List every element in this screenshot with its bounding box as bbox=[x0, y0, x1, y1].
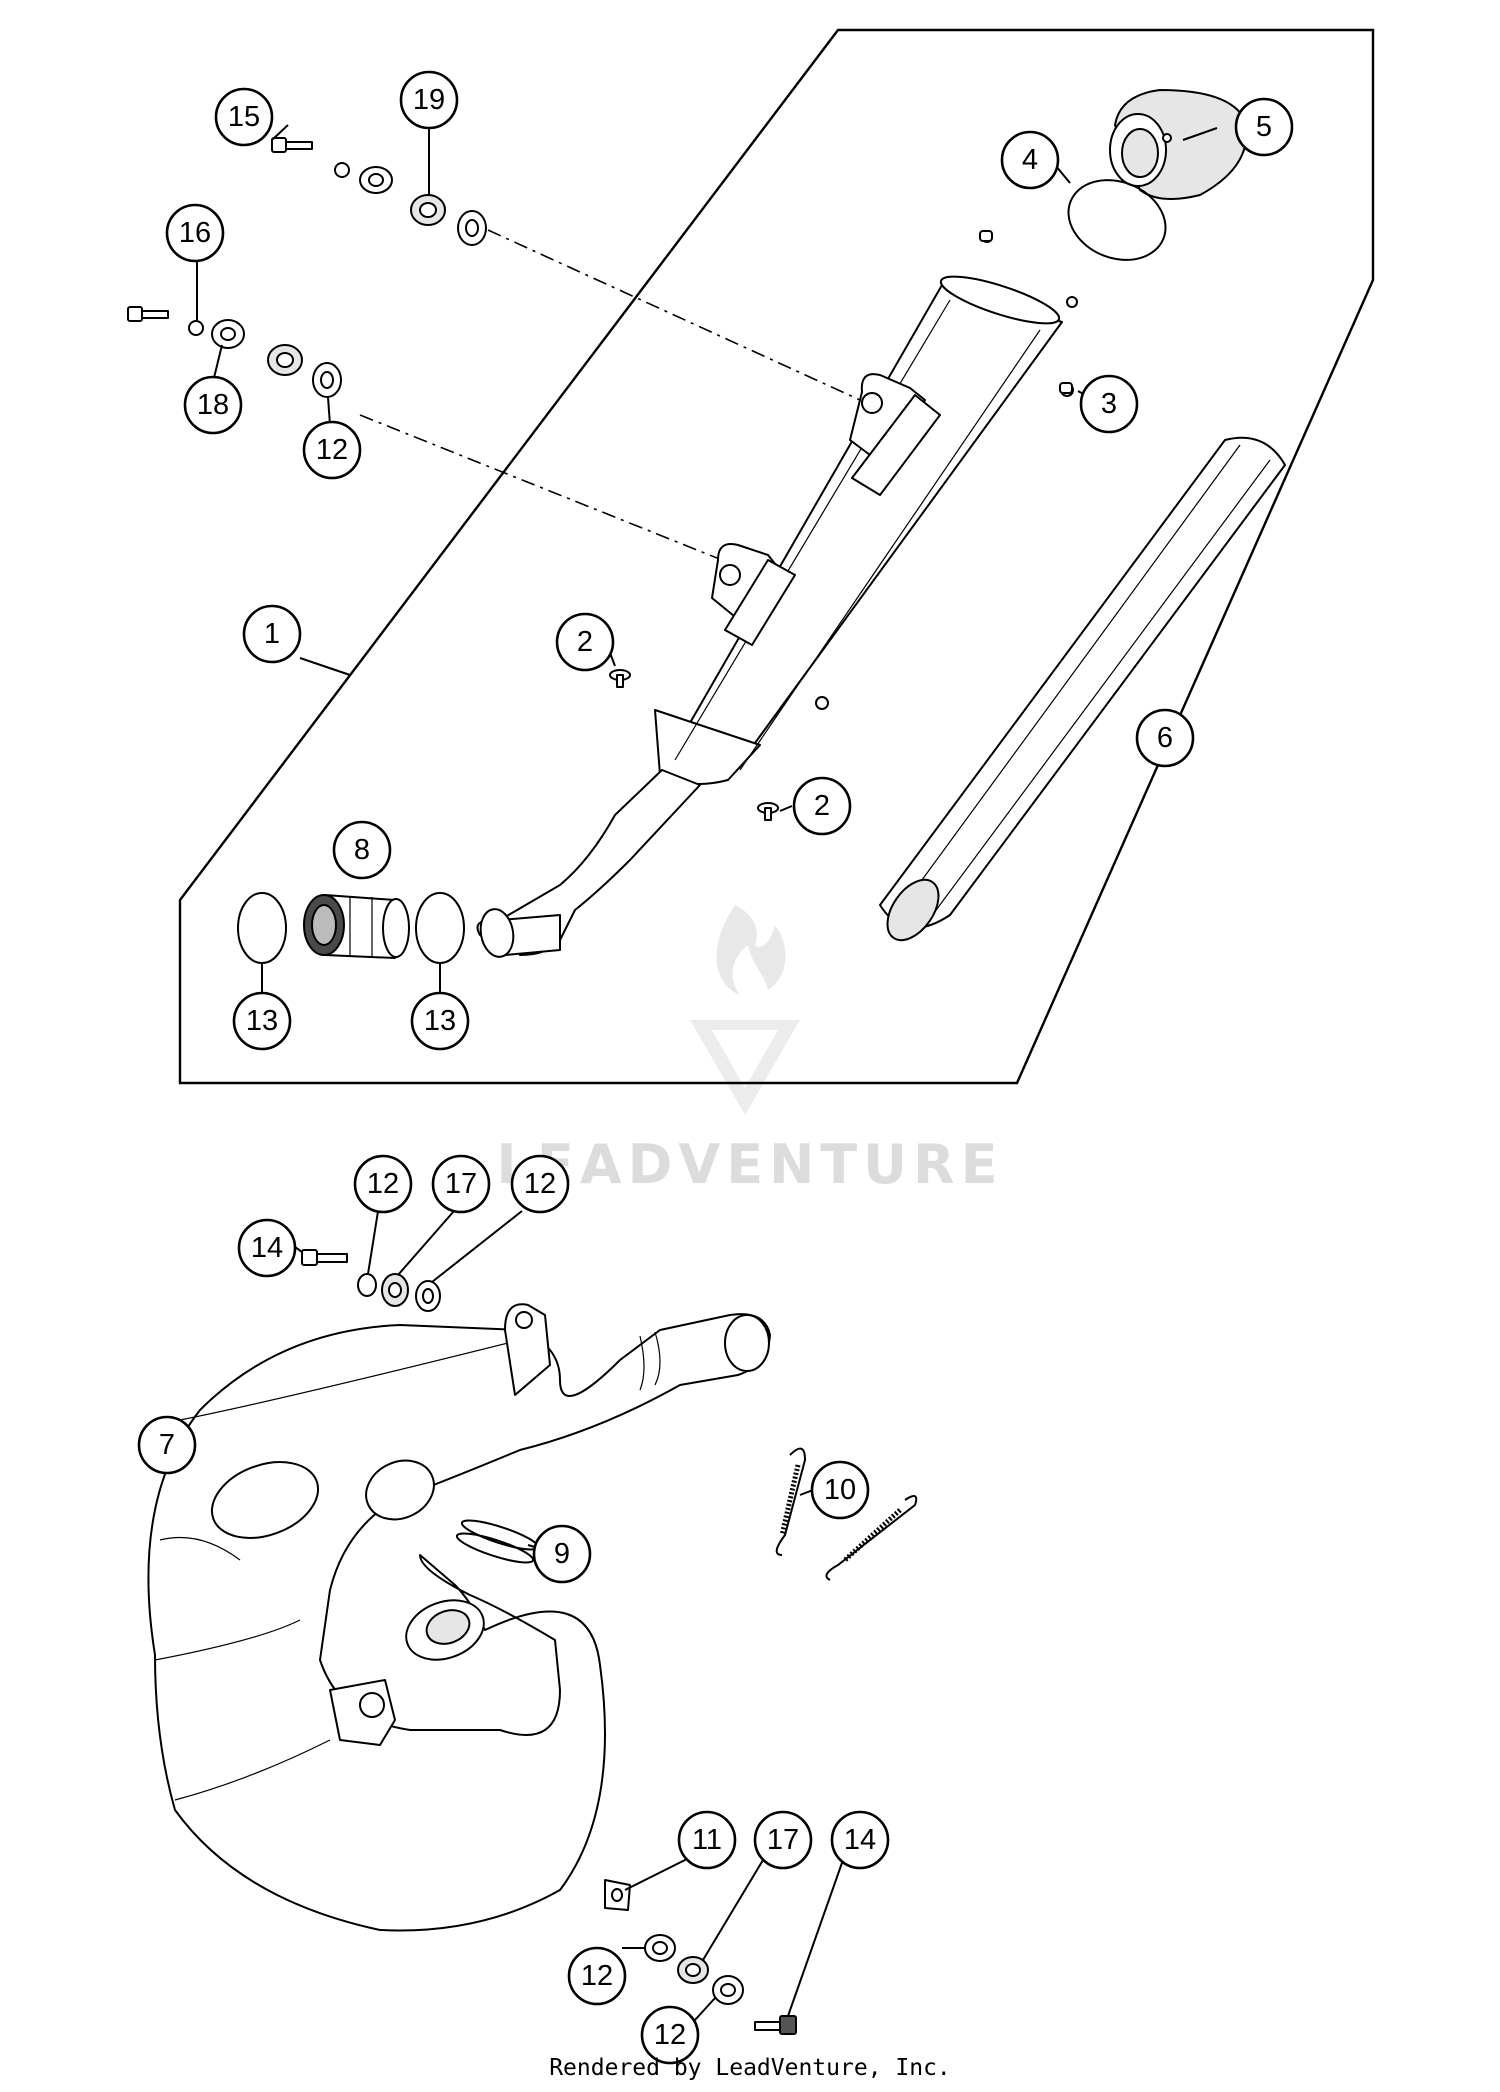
callout-8: 8 bbox=[332, 820, 392, 880]
bolt-14-upper bbox=[301, 1249, 348, 1266]
svg-text:6: 6 bbox=[1157, 722, 1173, 754]
callout-10: 10 bbox=[810, 1460, 870, 1520]
svg-text:10: 10 bbox=[824, 1474, 856, 1506]
callout-13-left: 13 bbox=[232, 991, 292, 1051]
callout-12-mid-right: 12 bbox=[510, 1154, 570, 1214]
svg-text:9: 9 bbox=[554, 1538, 570, 1570]
grommet-19 bbox=[410, 194, 446, 226]
callout-7: 7 bbox=[137, 1415, 197, 1475]
svg-text:15: 15 bbox=[228, 101, 260, 133]
washer-16 bbox=[188, 320, 204, 336]
callout-14-upper: 14 bbox=[237, 1218, 297, 1278]
callout-9: 9 bbox=[532, 1524, 592, 1584]
callout-1: 1 bbox=[242, 604, 302, 664]
svg-text:12: 12 bbox=[524, 1168, 556, 1200]
callout-13-right: 13 bbox=[410, 991, 470, 1051]
callout-11: 11 bbox=[677, 1810, 737, 1870]
exhaust-pipe bbox=[147, 1303, 771, 1932]
callout-12-lower-left: 12 bbox=[567, 1946, 627, 2006]
svg-text:13: 13 bbox=[424, 1005, 456, 1037]
bolt-14-lower bbox=[754, 2015, 797, 2035]
mounting-line-lower bbox=[359, 414, 723, 561]
spring-lower bbox=[825, 1495, 918, 1581]
svg-text:12: 12 bbox=[316, 434, 348, 466]
svg-text:13: 13 bbox=[246, 1005, 278, 1037]
svg-text:19: 19 bbox=[413, 84, 445, 116]
bolt-16 bbox=[127, 306, 169, 322]
svg-text:17: 17 bbox=[445, 1168, 477, 1200]
ring-left bbox=[237, 892, 287, 964]
svg-text:16: 16 bbox=[179, 217, 211, 249]
callout-4: 4 bbox=[1000, 130, 1060, 190]
svg-text:12: 12 bbox=[367, 1168, 399, 1200]
svg-text:4: 4 bbox=[1022, 144, 1038, 176]
svg-text:18: 18 bbox=[197, 389, 229, 421]
svg-text:2: 2 bbox=[577, 626, 593, 658]
spacer-18 bbox=[211, 319, 245, 349]
callout-3: 3 bbox=[1079, 374, 1139, 434]
o-ring-9-inner bbox=[455, 1532, 535, 1564]
insert-upper bbox=[979, 230, 993, 242]
callout-2-upper: 2 bbox=[555, 612, 615, 672]
callout-15: 15 bbox=[214, 87, 274, 147]
svg-text:12: 12 bbox=[654, 2019, 686, 2051]
callout-16: 16 bbox=[165, 203, 225, 263]
washer-small-upper bbox=[334, 162, 350, 178]
grommet-lower bbox=[267, 344, 303, 376]
callout-18: 18 bbox=[183, 375, 243, 435]
spacer-upper bbox=[359, 166, 393, 194]
spring-upper bbox=[775, 1447, 807, 1556]
svg-text:1: 1 bbox=[264, 618, 280, 650]
leadventure-watermark: LEADVENTURE bbox=[497, 905, 1004, 1196]
footer-credit: Rendered by LeadVenture, Inc. bbox=[549, 2055, 951, 2081]
assembly-frame bbox=[178, 28, 1375, 1085]
callout-12-lower: 12 bbox=[640, 2005, 700, 2065]
callout-12-upper: 12 bbox=[302, 420, 362, 480]
callout-6: 6 bbox=[1135, 708, 1195, 768]
svg-text:3: 3 bbox=[1101, 388, 1117, 420]
watermark-text: LEADVENTURE bbox=[497, 1133, 1004, 1196]
rivet-upper bbox=[609, 669, 631, 688]
callout-2-lower: 2 bbox=[792, 776, 852, 836]
callout-19: 19 bbox=[399, 70, 459, 130]
mounting-line-upper bbox=[487, 229, 861, 401]
washer-12-upper-right bbox=[457, 210, 487, 246]
callout-12-mid-left: 12 bbox=[353, 1154, 413, 1214]
rivet-lower bbox=[757, 802, 779, 821]
washer-12-c bbox=[644, 1934, 676, 1962]
svg-text:17: 17 bbox=[767, 1824, 799, 1856]
silencer-body bbox=[476, 231, 1078, 958]
svg-text:8: 8 bbox=[354, 834, 370, 866]
svg-text:12: 12 bbox=[581, 1960, 613, 1992]
insert-lower bbox=[1059, 382, 1073, 394]
svg-text:2: 2 bbox=[814, 790, 830, 822]
washer-12-b bbox=[415, 1280, 441, 1312]
callout-5: 5 bbox=[1234, 97, 1294, 157]
grommet-17-lower bbox=[677, 1956, 709, 1984]
nut-11 bbox=[604, 1879, 631, 1911]
grommet-17-upper bbox=[381, 1273, 409, 1307]
end-cap bbox=[1109, 88, 1248, 200]
exhaust-sleeve bbox=[303, 894, 410, 959]
svg-text:7: 7 bbox=[159, 1429, 175, 1461]
ring-right bbox=[415, 892, 465, 964]
washer-12-d bbox=[712, 1975, 744, 2005]
callout-14-lower: 14 bbox=[830, 1810, 890, 1870]
washer-12-a bbox=[357, 1273, 377, 1297]
svg-text:14: 14 bbox=[844, 1824, 876, 1856]
svg-text:14: 14 bbox=[251, 1232, 283, 1264]
svg-text:5: 5 bbox=[1256, 111, 1272, 143]
washer-12-lower bbox=[312, 362, 342, 398]
svg-text:11: 11 bbox=[692, 1824, 722, 1856]
callout-17-upper: 17 bbox=[431, 1154, 491, 1214]
callout-17-lower: 17 bbox=[753, 1810, 813, 1870]
o-ring bbox=[1067, 179, 1167, 261]
bolt-15 bbox=[271, 137, 313, 153]
silencer-packing bbox=[879, 436, 1286, 942]
